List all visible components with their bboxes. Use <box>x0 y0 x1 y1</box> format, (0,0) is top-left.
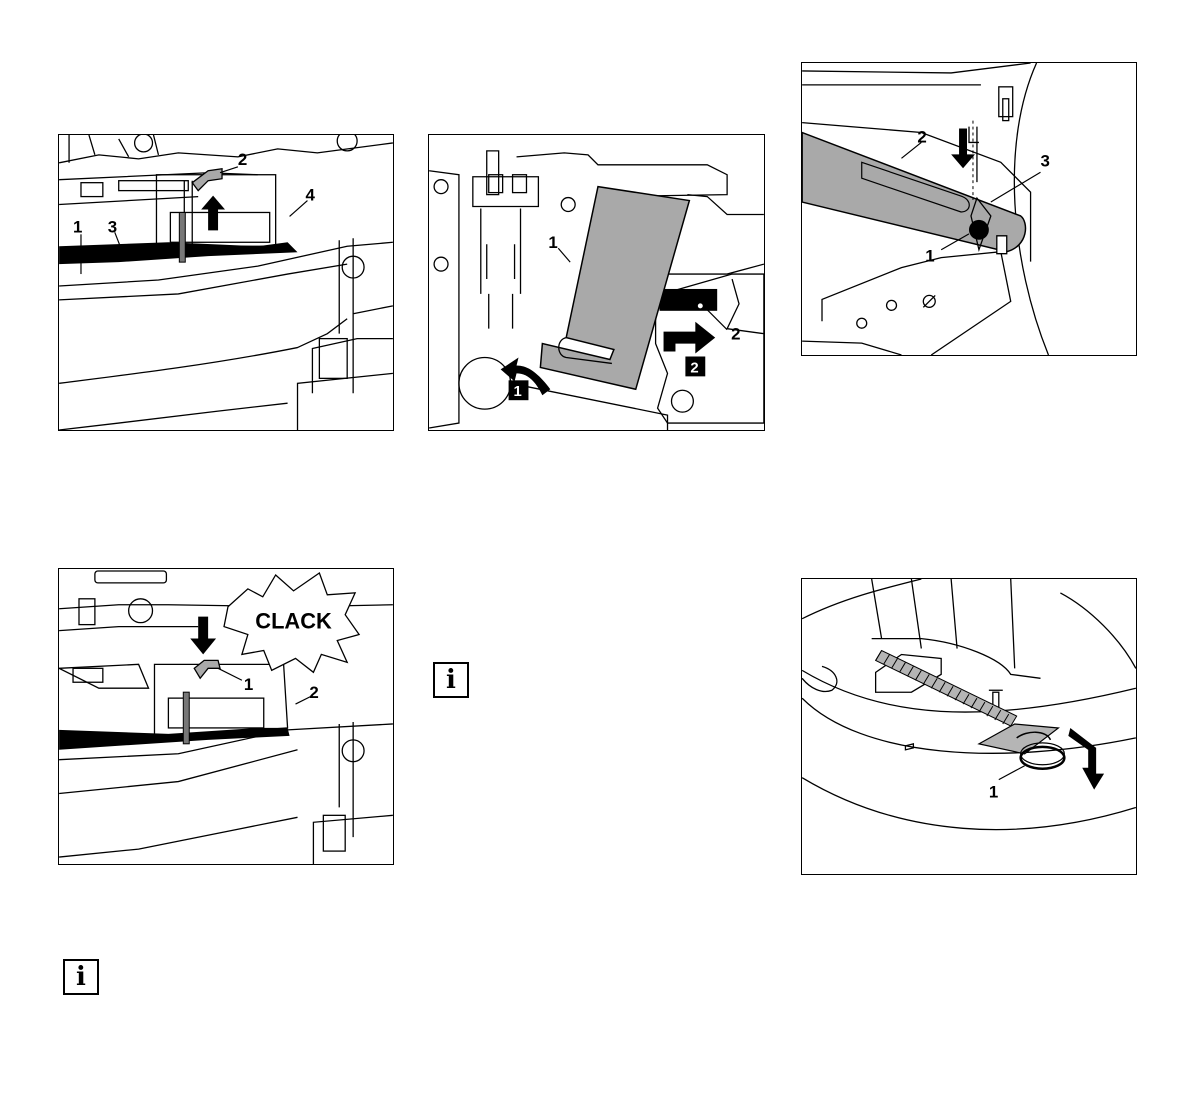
callout-3: 3 <box>108 217 117 236</box>
info-glyph: i <box>76 964 86 990</box>
callout-1: 1 <box>925 247 934 266</box>
figure-2-drawing: 1 2 1 2 <box>429 135 764 430</box>
callout-2: 2 <box>731 325 740 344</box>
callout-2: 2 <box>238 150 247 169</box>
callout-4: 4 <box>305 186 315 205</box>
step-1: 1 <box>514 384 522 400</box>
figure-3-drawing: 2 3 1 <box>802 63 1136 355</box>
callout-1: 1 <box>548 233 557 252</box>
callout-2: 2 <box>309 683 318 702</box>
figure-4-drawing: CLACK 1 2 <box>59 569 393 864</box>
figure-1-drawing: 1 3 2 4 <box>59 135 393 430</box>
figure-3-bar-pin: 2 3 1 <box>801 62 1137 356</box>
info-icon: i <box>63 959 99 995</box>
figure-5-spring-hook: 1 <box>801 578 1137 875</box>
callout-1: 1 <box>73 217 82 236</box>
callout-1: 1 <box>244 675 253 694</box>
info-glyph: i <box>446 667 456 693</box>
figure-4-lever-lock: CLACK 1 2 <box>58 568 394 865</box>
step-2: 2 <box>690 360 698 376</box>
figure-1-lever-lift: 1 3 2 4 <box>58 134 394 431</box>
sound-text-clack: CLACK <box>255 609 332 634</box>
info-icon: i <box>433 662 469 698</box>
figure-2-cover-attach: 1 2 1 2 <box>428 134 765 431</box>
figure-5-drawing: 1 <box>802 579 1136 874</box>
callout-2: 2 <box>917 127 926 146</box>
callout-3: 3 <box>1041 151 1050 170</box>
callout-1: 1 <box>989 783 998 802</box>
